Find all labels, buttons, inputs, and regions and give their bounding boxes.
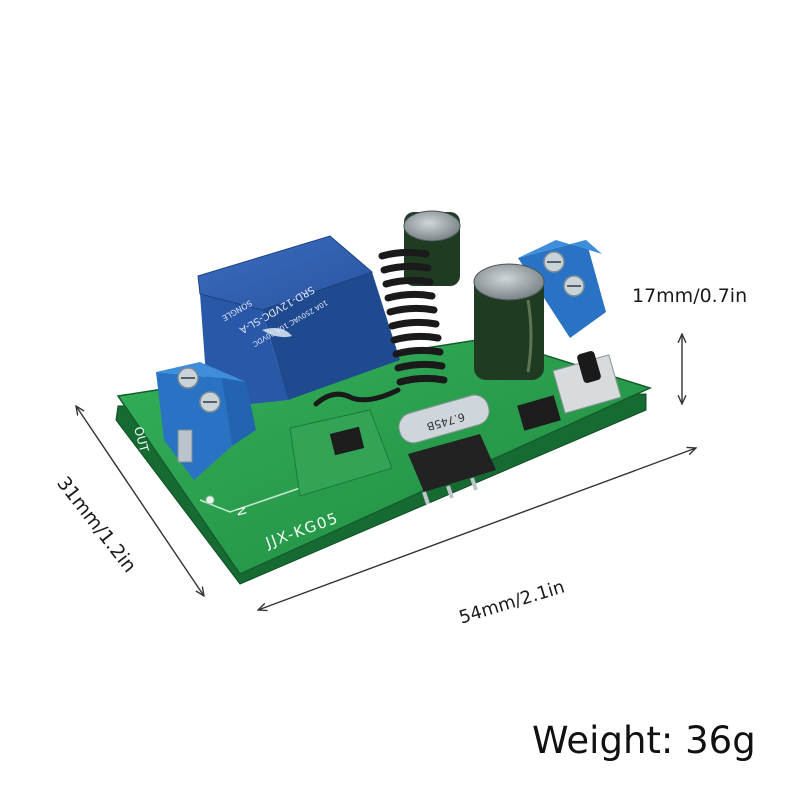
- width-dimension-arrow: [76, 406, 204, 596]
- left-terminal-top: [156, 362, 246, 382]
- length-dimension-arrow: [258, 448, 696, 610]
- crystal: [398, 394, 490, 444]
- right-terminal-top: [518, 240, 602, 258]
- terminal-n-label: N: [233, 505, 249, 517]
- terminal-clamp: [177, 429, 193, 463]
- ic-chip: [517, 395, 561, 431]
- height-dimension-label: 17mm/0.7in: [632, 285, 748, 307]
- relay-right-face: [262, 272, 400, 400]
- left-terminal-side: [222, 378, 256, 446]
- right-terminal-front: [518, 240, 606, 338]
- relay-logo: [262, 328, 292, 338]
- mounting-hole: [205, 495, 215, 505]
- relay-top-face: [197, 235, 373, 311]
- coil-antenna: [313, 248, 448, 407]
- weight-label: Weight: 36g: [532, 719, 756, 762]
